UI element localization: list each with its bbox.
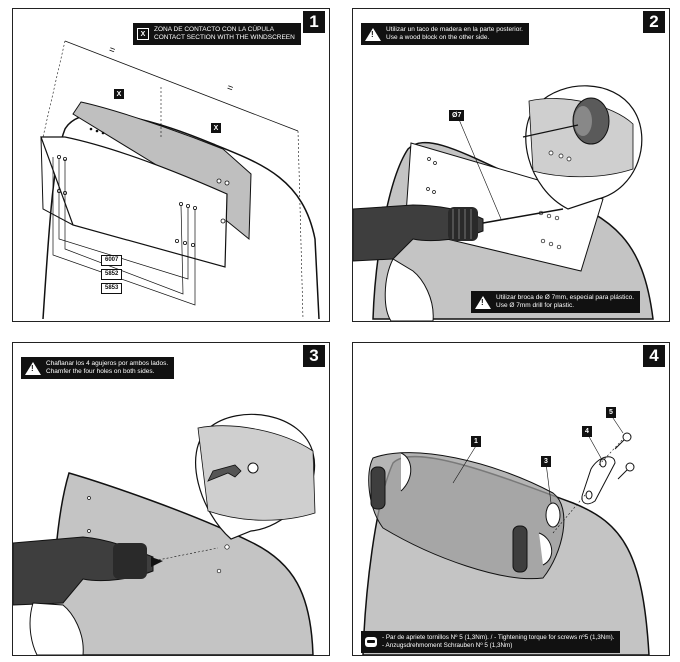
note-line-es: Utilizar un taco de madera en la parte p…: [386, 26, 523, 33]
step-number: 2: [643, 11, 665, 33]
part-label: 5: [606, 407, 616, 418]
chamfer-note: Chaflanar los 4 agujeros por ambos lados…: [21, 357, 175, 379]
x-box-icon: X: [137, 28, 149, 40]
contact-marker-x: X: [114, 89, 124, 99]
note-line-en: Chamfer the four holes on both sides.: [46, 368, 155, 375]
contact-zone-note: X ZONA DE CONTACTO CON LA CÚPULA CONTACT…: [133, 23, 301, 45]
warning-icon: [25, 361, 41, 375]
contact-marker-x: X: [211, 123, 221, 133]
step-number: 3: [303, 345, 325, 367]
drill-bit-note: Utilizar broca de Ø 7mm, especial para p…: [471, 291, 641, 313]
torque-line-de: - Anzugsdrehmoment Schrauben Nº 5 (1,3Nm…: [382, 642, 513, 649]
torque-line-es-en: - Par de apriete tornillos Nº 5 (1,3Nm).…: [382, 634, 615, 641]
note-line-es: Utilizar broca de Ø 7mm, especial para p…: [496, 294, 635, 301]
step-number: 4: [643, 345, 665, 367]
warning-icon: [365, 27, 381, 41]
code-label: 5852: [101, 269, 123, 280]
step-2-panel: 2 Utilizar un taco de madera en la parte…: [352, 8, 670, 322]
step-4-illustration: [362, 414, 650, 655]
note-line-en: CONTACT SECTION WITH THE WINDSCREEN: [154, 34, 295, 41]
step-3-panel: 3 Chaflanar los 4 agujeros por ambos lad…: [12, 342, 330, 656]
warning-icon: [475, 295, 491, 309]
torque-note: - Par de apriete tornillos Nº 5 (1,3Nm).…: [361, 631, 621, 653]
step-4-panel: 4 1 3 4 5 - Par de apriete tornillos Nº …: [352, 342, 670, 656]
note-line-es: ZONA DE CONTACTO CON LA CÚPULA: [154, 26, 275, 33]
note-line-en: Use Ø 7mm drill for plastic.: [496, 302, 575, 309]
note-line-en: Use a wood block on the other side.: [386, 34, 490, 41]
step-1-illustration: [40, 40, 320, 320]
step-2-illustration: [353, 85, 654, 321]
drill-diameter-label: Ø7: [449, 110, 465, 121]
torque-wrench-icon: [365, 637, 377, 647]
step-1-panel: 1 X ZONA DE CONTACTO CON LA CÚPULA CONTA…: [12, 8, 330, 322]
part-label: 3: [541, 456, 551, 467]
note-line-es: Chaflanar los 4 agujeros por ambos lados…: [46, 360, 169, 367]
step-3-illustration: [13, 413, 316, 655]
part-label: 1: [471, 436, 481, 447]
code-label: 5853: [101, 283, 123, 294]
wood-block-note: Utilizar un taco de madera en la parte p…: [361, 23, 529, 45]
part-label: 4: [582, 426, 592, 437]
code-label: 6007: [101, 255, 123, 266]
step-number: 1: [303, 11, 325, 33]
